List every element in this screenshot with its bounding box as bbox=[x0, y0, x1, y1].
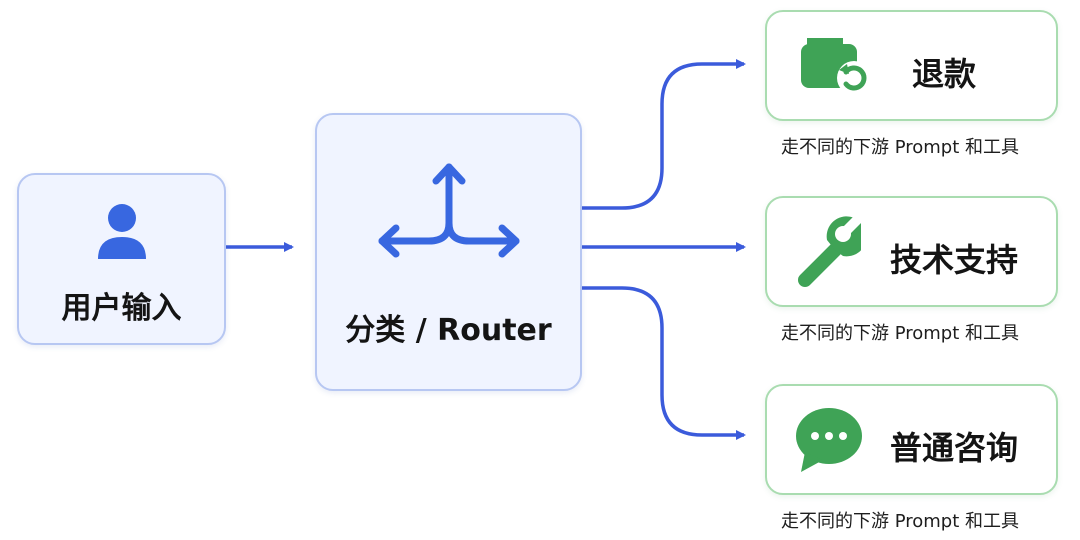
route-node-general-inquiry: 普通咨询 bbox=[765, 384, 1058, 495]
router-label: 分类 / Router bbox=[345, 313, 552, 348]
input-label: 用户输入 bbox=[61, 291, 182, 326]
route-caption-tech-support: 走不同的下游 Prompt 和工具 bbox=[781, 323, 1020, 344]
arrow-router-to-consult bbox=[582, 286, 746, 440]
route-label-general-inquiry: 普通咨询 bbox=[890, 429, 1019, 467]
wallet-refund-icon bbox=[801, 38, 871, 95]
route-caption-general-inquiry: 走不同的下游 Prompt 和工具 bbox=[781, 511, 1020, 532]
router-node: 分类 / Router bbox=[315, 113, 582, 391]
chat-bubble-icon bbox=[796, 408, 862, 472]
wrench-icon bbox=[798, 215, 861, 287]
split-arrows-icon bbox=[378, 163, 520, 258]
user-icon bbox=[98, 204, 146, 259]
route-caption-refund: 走不同的下游 Prompt 和工具 bbox=[781, 137, 1020, 158]
route-node-refund: 退款 bbox=[765, 10, 1058, 121]
input-node: 用户输入 bbox=[17, 173, 226, 345]
route-node-tech-support: 技术支持 bbox=[765, 196, 1058, 307]
arrow-router-to-refund bbox=[582, 59, 746, 210]
route-label-refund: 退款 bbox=[912, 55, 977, 93]
route-label-tech-support: 技术支持 bbox=[890, 241, 1019, 279]
